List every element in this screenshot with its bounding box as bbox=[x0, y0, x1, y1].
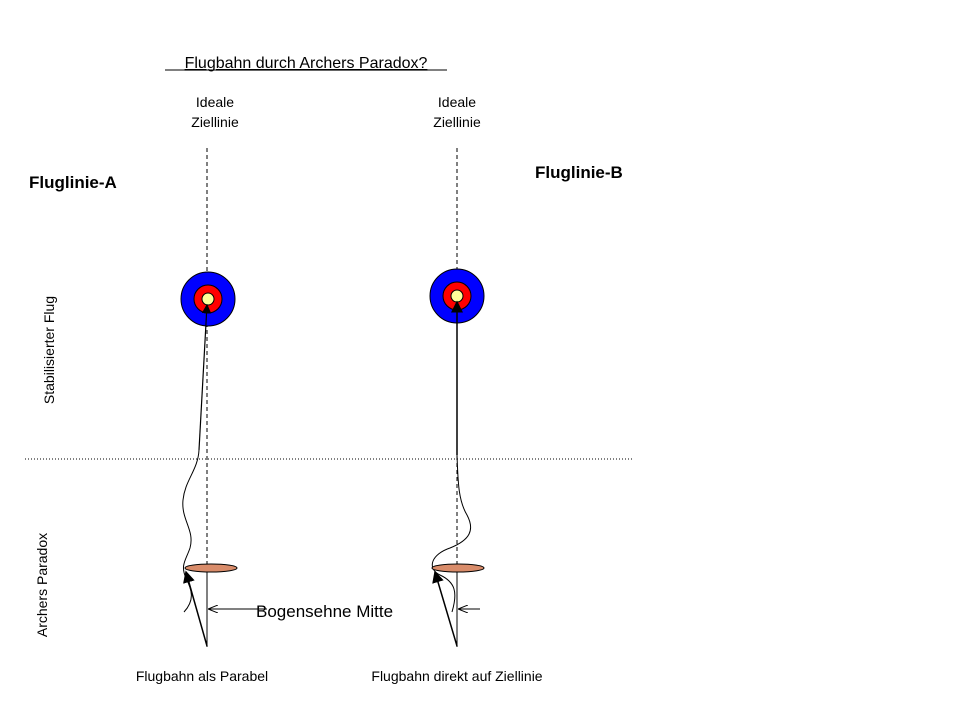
zone-paradox-label: Archers Paradox bbox=[34, 533, 50, 637]
ideal-line-label-b-2: Ziellinie bbox=[433, 114, 481, 130]
launch-arrow-b bbox=[432, 570, 458, 647]
zone-stabilized-label: Stabilisierter Flug bbox=[41, 296, 57, 404]
target-b bbox=[429, 268, 485, 324]
diagram-title: Flugbahn durch Archers Paradox? bbox=[185, 55, 428, 72]
caption-a: Flugbahn als Parabel bbox=[136, 668, 268, 684]
launch-arrow-a bbox=[183, 570, 208, 647]
flight-path-b-wave bbox=[431, 454, 472, 613]
arrow-rest-a bbox=[184, 563, 238, 573]
flight-line-b-label: Fluglinie-B bbox=[535, 163, 623, 182]
flight-path-a-stable bbox=[198, 303, 212, 451]
arrow-rest-b bbox=[431, 563, 485, 573]
flight-line-a-label: Fluglinie-A bbox=[29, 173, 117, 192]
target-a bbox=[180, 271, 236, 327]
string-center-label: Bogensehne Mitte bbox=[256, 602, 393, 621]
ideal-line-label-a-1: Ideale bbox=[196, 94, 234, 110]
ideal-line-label-a-2: Ziellinie bbox=[191, 114, 239, 130]
ideal-line-label-b-1: Ideale bbox=[438, 94, 476, 110]
caption-b: Flugbahn direkt auf Ziellinie bbox=[371, 668, 542, 684]
